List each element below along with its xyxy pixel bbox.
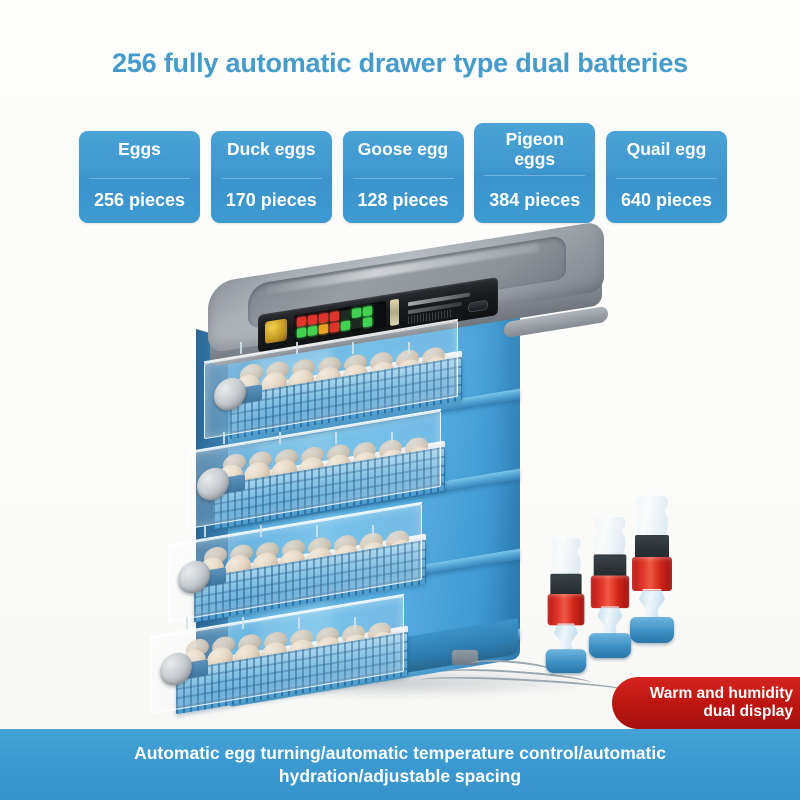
bottom-caption-band: Automatic egg turning/automatic temperat… xyxy=(0,729,800,800)
status-indicator-strip xyxy=(390,298,399,327)
capacity-badge-count: 384 pieces xyxy=(489,190,581,210)
badge-divider xyxy=(220,178,322,179)
egg-drawer[interactable] xyxy=(183,408,445,530)
bottle-base xyxy=(588,633,632,659)
capacity-badge-goose-egg: Goose egg 128 pieces xyxy=(342,131,464,223)
capacity-badge-label: Duck eggs xyxy=(227,139,316,159)
capacity-badge-count: 128 pieces xyxy=(357,190,449,210)
bottle-collar xyxy=(547,594,585,626)
badge-divider xyxy=(616,178,717,179)
capacity-badge-label: Eggs xyxy=(118,139,161,159)
bottle-collar xyxy=(632,557,672,591)
water-bottle xyxy=(545,537,587,675)
incubator-lid xyxy=(208,220,608,368)
capacity-badge-duck-eggs: Duck eggs 170 pieces xyxy=(210,131,332,223)
capacity-badge-eggs: Eggs 256 pieces xyxy=(79,131,200,223)
egg-drawer[interactable] xyxy=(164,501,426,623)
feature-banner-text: Warm and humidity dual display xyxy=(649,685,793,720)
water-bottle xyxy=(588,516,632,660)
egg-drawer[interactable] xyxy=(146,593,408,715)
bottle-base xyxy=(545,649,587,674)
product-image xyxy=(0,220,800,740)
capacity-badge-pigeon-eggs: Pigeon eggs 384 pieces xyxy=(474,123,596,223)
badge-divider xyxy=(484,175,586,176)
capacity-badge-label: Quail egg xyxy=(626,139,707,159)
capacity-badge-count: 640 pieces xyxy=(620,190,713,210)
page-title: 256 fully automatic drawer type dual bat… xyxy=(112,48,688,78)
auto-hydration-bottles xyxy=(419,495,710,699)
badge-divider xyxy=(352,178,454,179)
capacity-badge-count: 170 pieces xyxy=(225,190,317,210)
incubator-foot xyxy=(452,650,478,665)
feature-banner-dual-display: Warm and humidity dual display xyxy=(612,677,800,729)
capacity-badge-label: Pigeon eggs xyxy=(505,129,564,169)
bottle-base xyxy=(630,617,674,643)
power-port-icon[interactable] xyxy=(468,299,488,313)
capacity-badge-label: Goose egg xyxy=(357,139,449,159)
capacity-badge-quail-egg: Quail egg 640 pieces xyxy=(606,131,727,223)
bottle-collar xyxy=(590,575,630,609)
capacity-badge-row: Eggs 256 pieces Duck eggs 170 pieces Goo… xyxy=(79,123,727,231)
water-bottle xyxy=(630,495,674,645)
bottom-caption-text: Automatic egg turning/automatic temperat… xyxy=(134,742,666,786)
badge-divider xyxy=(89,178,190,179)
capacity-badge-count: 256 pieces xyxy=(93,190,186,210)
